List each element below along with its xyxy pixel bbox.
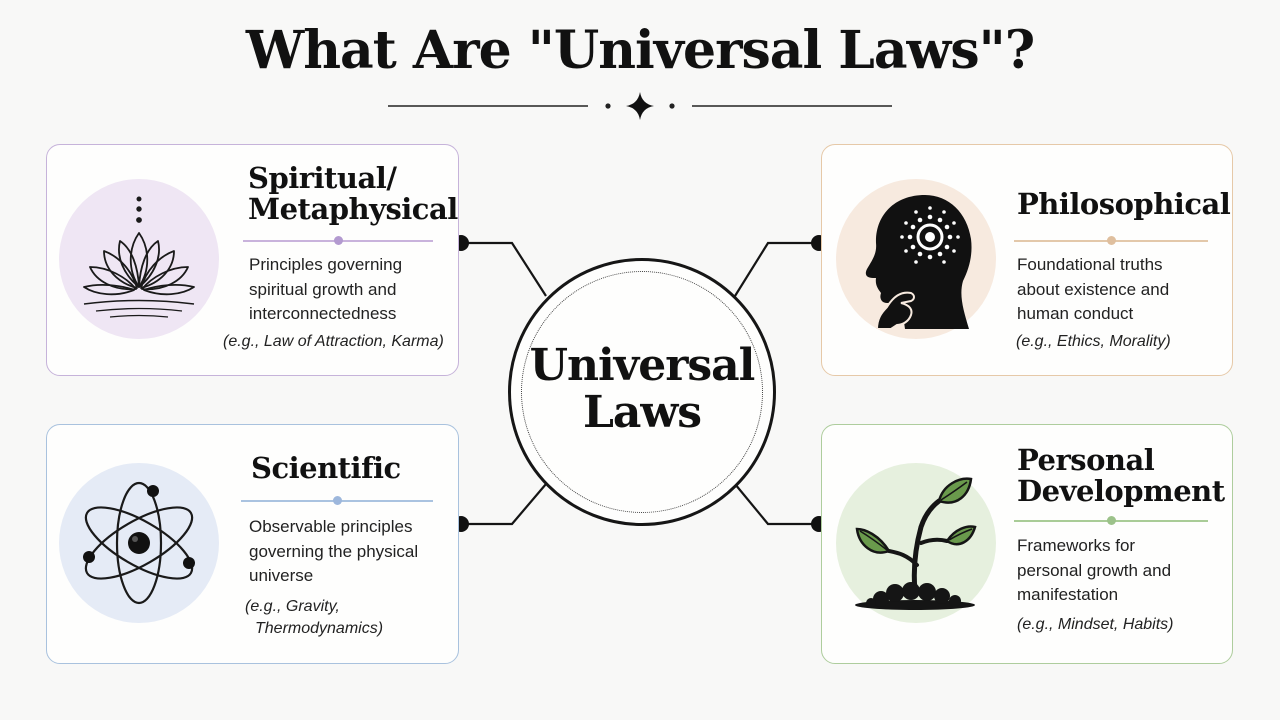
title-divider (388, 92, 892, 120)
thinking-head-icon (865, 195, 972, 329)
sprout-icon-circle (836, 463, 996, 623)
card-example: (e.g., Gravity, Thermodynamics) (245, 598, 384, 637)
page-title: What Are "Universal Laws"? (245, 20, 1035, 81)
atom-icon (83, 481, 195, 605)
card-personal-development: Personal Development Frameworks for pers… (821, 424, 1233, 664)
heading-rule (1014, 236, 1208, 245)
lotus-icon (83, 196, 195, 318)
card-example: (e.g., Ethics, Morality) (1016, 333, 1171, 350)
heading-rule (1014, 516, 1208, 525)
center-dotted-ring (521, 271, 763, 513)
card-heading: Spiritual/ Metaphysical (248, 161, 458, 226)
card-philosophical: Philosophical Foundational truths about … (821, 144, 1233, 376)
card-example: (e.g., Mindset, Habits) (1017, 616, 1174, 633)
card-example: (e.g., Law of Attraction, Karma) (223, 333, 444, 350)
center-label: Universal Laws (529, 340, 756, 438)
card-description: Frameworks for personal growth and manif… (1017, 536, 1172, 604)
atom-icon-circle (59, 463, 219, 623)
sprout-icon (855, 477, 977, 610)
card-scientific: Scientific Observable principles governi… (46, 424, 459, 664)
card-heading: Scientific (251, 451, 401, 485)
lotus-icon-circle (59, 179, 219, 339)
sparkle-icon (626, 92, 654, 120)
card-description: Foundational truths about existence and … (1017, 255, 1170, 323)
center-hub: Universal Laws (508, 258, 776, 526)
heading-rule (241, 496, 433, 505)
card-description: Principles governing spiritual growth an… (249, 255, 403, 323)
heading-rule (243, 236, 433, 245)
card-description: Observable principles governing the phys… (249, 517, 419, 585)
card-spiritual-metaphysical: Spiritual/ Metaphysical Principles gover… (46, 144, 459, 376)
card-heading: Philosophical (1017, 187, 1231, 221)
card-heading: Personal Development (1017, 443, 1225, 508)
thinking-head-icon-circle (836, 179, 996, 339)
